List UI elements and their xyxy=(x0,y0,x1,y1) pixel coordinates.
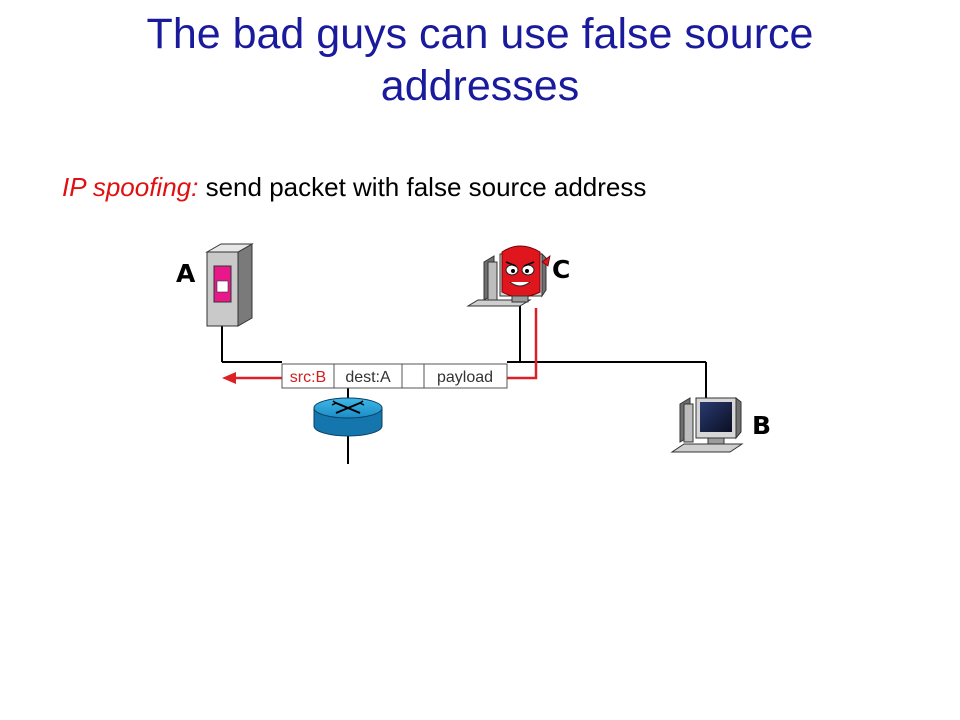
host-a-label: A xyxy=(176,259,196,288)
slide-title: The bad guys can use false source addres… xyxy=(0,8,960,112)
attack-path-arrowhead xyxy=(222,372,236,384)
packet-box xyxy=(281,363,508,389)
computer-icon xyxy=(670,396,744,453)
router-icon xyxy=(313,397,383,437)
slide-title-line-2: addresses xyxy=(380,62,580,110)
host-c-label: C xyxy=(552,255,570,284)
spoofed-packet: src:B dest:A payload xyxy=(281,363,508,389)
host-a: A xyxy=(176,243,254,327)
host-b-label: B xyxy=(752,411,771,440)
slide-title-line-1: The bad guys can use false source xyxy=(146,10,814,58)
server-icon xyxy=(205,243,254,327)
host-b: B xyxy=(670,396,771,453)
bullet-text: send packet with false source address xyxy=(205,172,647,202)
host-c: C xyxy=(466,245,570,307)
bullet-term: IP spoofing: xyxy=(62,172,199,202)
packet-src-field: src:B xyxy=(290,369,326,386)
evil-computer-icon xyxy=(466,245,551,307)
packet-dest-field: dest:A xyxy=(345,369,391,386)
packet-payload-field: payload xyxy=(437,369,493,386)
bullet-point: IP spoofing: send packet with false sour… xyxy=(62,172,646,203)
network-links xyxy=(221,302,707,464)
